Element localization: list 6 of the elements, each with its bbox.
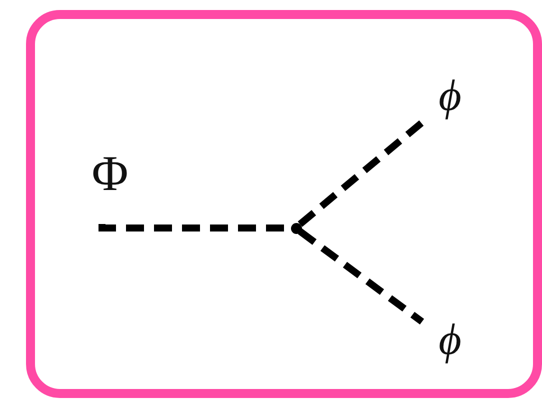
particle-label: Φ	[92, 148, 128, 198]
particle-label: ϕ	[438, 318, 462, 362]
particle-label: ϕ	[438, 74, 462, 118]
dashed-line	[298, 228, 424, 325]
dashed-line	[298, 120, 424, 227]
vertex-point	[290, 222, 302, 234]
